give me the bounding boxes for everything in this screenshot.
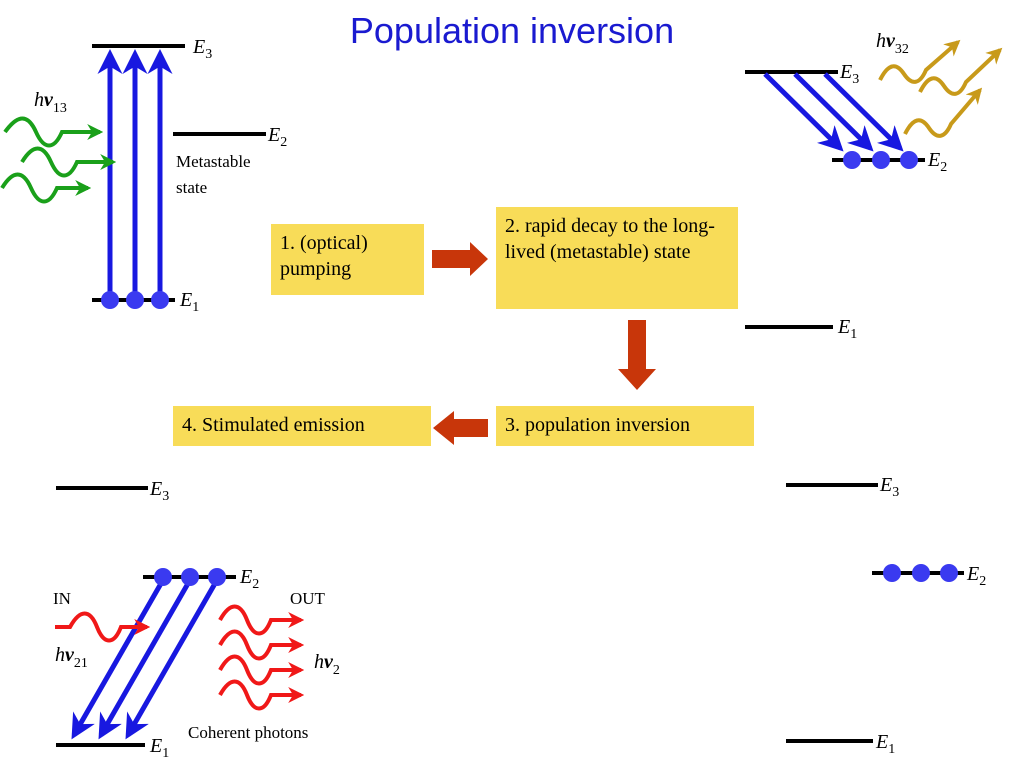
pump-photon-subscript: 13 (53, 101, 67, 116)
pump-photon (3, 116, 104, 148)
stimulated-photon (218, 654, 305, 686)
planck-h: h (314, 651, 324, 673)
electron (154, 568, 172, 586)
panel-emission: E3 E2 E1 IN OUT Coherent photons hv21 hv… (53, 478, 340, 761)
svg-text:hv21: hv21 (55, 644, 88, 671)
in-label: IN (53, 589, 71, 608)
e3-label: E (149, 478, 162, 500)
nu-symbol: v (324, 651, 334, 673)
e3-subscript: 3 (852, 72, 859, 87)
emission-arrow (125, 578, 220, 740)
panel-pumping: E3 E2 E1 hv13 Metastable state (0, 36, 287, 315)
svg-text:hv32: hv32 (876, 30, 909, 57)
e1-subscript: 1 (192, 300, 199, 315)
e3-subscript: 3 (205, 47, 212, 62)
svg-text:E2: E2 (267, 124, 287, 150)
svg-text:hv2: hv2 (314, 651, 340, 678)
decay-arrow (763, 72, 844, 152)
flow-arrow-left (433, 411, 488, 445)
electron (151, 291, 169, 309)
nu-symbol: v (886, 30, 896, 52)
planck-h: h (876, 30, 886, 52)
flow-arrow-right (432, 242, 488, 276)
svg-text:hv13: hv13 (34, 89, 67, 116)
svg-text:E1: E1 (179, 289, 199, 315)
e2-subscript: 2 (940, 160, 947, 175)
e3-subscript: 3 (162, 489, 169, 504)
nu-symbol: v (65, 644, 75, 666)
e3-label: E (192, 36, 205, 58)
pump-photon (0, 172, 92, 204)
step-emission-box: 4. Stimulated emission (173, 406, 431, 446)
coherent-photons-label: Coherent photons (188, 723, 308, 742)
decay-photon-subscript: 32 (895, 42, 909, 57)
emission-arrow (98, 578, 193, 740)
e3-subscript: 3 (892, 485, 899, 500)
out-label: OUT (290, 589, 326, 608)
electron (900, 151, 918, 169)
svg-text:E3: E3 (879, 474, 899, 500)
electron (912, 564, 930, 582)
e2-label: E (966, 563, 979, 585)
flow-arrow-down (618, 320, 656, 390)
svg-text:E1: E1 (875, 731, 895, 757)
decay-arrow (793, 72, 874, 152)
e2-subscript: 2 (252, 577, 259, 592)
e2-label: E (239, 566, 252, 588)
electron (883, 564, 901, 582)
incoming-photon-subscript: 21 (74, 656, 88, 671)
svg-text:E2: E2 (239, 566, 259, 592)
svg-text:E1: E1 (149, 735, 169, 761)
svg-text:E1: E1 (837, 316, 857, 342)
svg-text:E2: E2 (966, 563, 986, 589)
e1-subscript: 1 (162, 746, 169, 761)
electron (101, 291, 119, 309)
e1-label: E (149, 735, 162, 757)
e2-subscript: 2 (979, 574, 986, 589)
state-label: state (176, 178, 207, 197)
electron (181, 568, 199, 586)
decay-arrow (823, 72, 904, 152)
electron (940, 564, 958, 582)
svg-text:E2: E2 (927, 149, 947, 175)
emission-arrow (71, 578, 166, 740)
e1-label: E (875, 731, 888, 753)
pump-photon (20, 146, 117, 178)
stimulated-photon (218, 629, 305, 661)
decay-photon (918, 47, 1003, 96)
step-inversion-box: 3. population inversion (496, 406, 754, 446)
nu-symbol: v (44, 89, 54, 111)
stimulated-photon (218, 604, 305, 636)
electron (843, 151, 861, 169)
stimulated-photon (218, 679, 305, 711)
slide-title: Population inversion (349, 10, 675, 51)
e1-subscript: 1 (888, 742, 895, 757)
planck-h: h (34, 89, 44, 111)
e2-label: E (927, 149, 940, 171)
electron (872, 151, 890, 169)
svg-text:E3: E3 (192, 36, 212, 62)
e1-label: E (179, 289, 192, 311)
e3-label: E (879, 474, 892, 496)
panel-decay: E3 E2 E1 hv32 (745, 30, 1003, 342)
e3-label: E (839, 61, 852, 83)
decay-photon (878, 39, 961, 84)
e1-subscript: 1 (850, 327, 857, 342)
e1-label: E (837, 316, 850, 338)
metastable-label: Metastable (176, 152, 251, 171)
step-decay-box: 2. rapid decay to the long-lived (metast… (496, 207, 738, 309)
e2-label: E (267, 124, 280, 146)
e2-subscript: 2 (280, 135, 287, 150)
outgoing-photon-subscript: 2 (333, 663, 340, 678)
incoming-photon (55, 611, 151, 643)
electron (126, 291, 144, 309)
planck-h: h (55, 644, 65, 666)
decay-photon (903, 87, 983, 138)
panel-inversion: E3 E2 E1 (786, 474, 986, 757)
svg-text:E3: E3 (839, 61, 859, 87)
svg-text:E3: E3 (149, 478, 169, 504)
electron (208, 568, 226, 586)
step-pumping-box: 1. (optical) pumping (271, 224, 424, 295)
